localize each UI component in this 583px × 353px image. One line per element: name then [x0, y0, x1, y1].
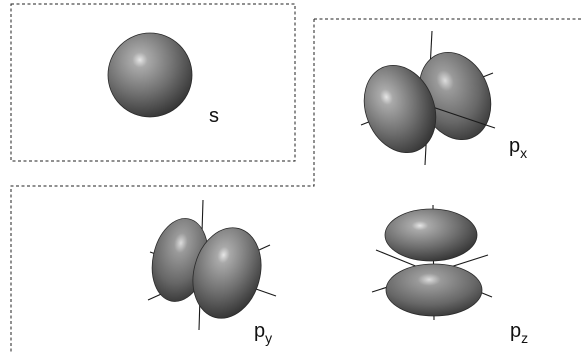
p-orbitals-box — [10, 18, 583, 353]
pz-orbital-label: pz — [510, 320, 528, 346]
s-orbital-box — [10, 3, 296, 162]
px-orbital — [360, 30, 496, 166]
px-orbital-label: px — [509, 135, 527, 161]
py-orbital-label: py — [254, 320, 272, 346]
py-orbital — [147, 199, 277, 331]
pz-orbital — [371, 204, 493, 321]
s-orbital-label: s — [209, 105, 219, 127]
s-orbital — [107, 32, 193, 118]
